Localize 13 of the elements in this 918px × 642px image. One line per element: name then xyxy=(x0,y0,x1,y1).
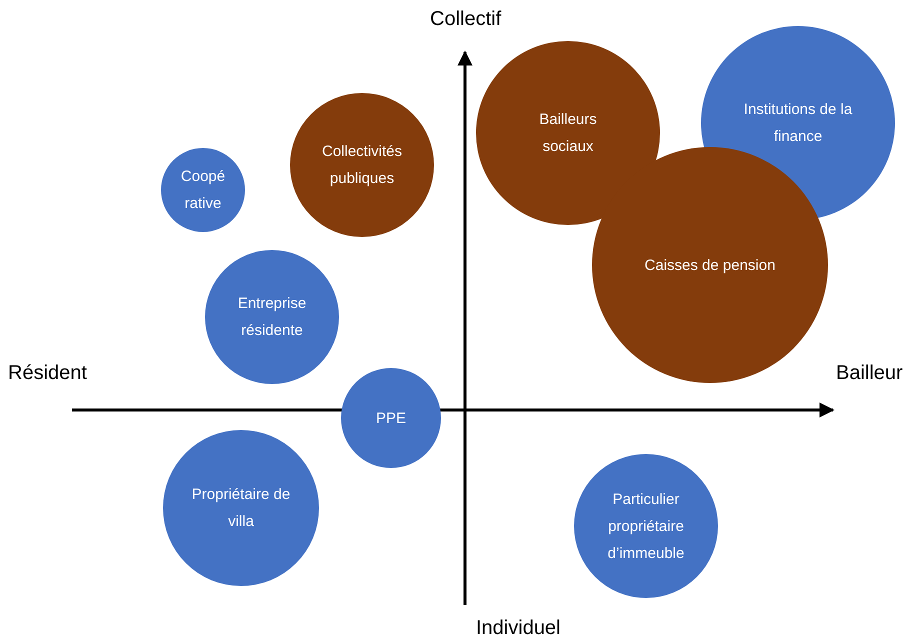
bubble-label: Caisses de pension xyxy=(644,256,776,276)
bubble-label: PPE xyxy=(376,408,406,428)
bubble-label: Bailleurs sociaux xyxy=(538,110,598,157)
axis-label: Individuel xyxy=(476,617,561,640)
bubble-label: Particulier propriétaire d’immeuble xyxy=(606,490,686,564)
axis-label: Résident xyxy=(8,362,87,385)
bubble-label: Institutions de la finance xyxy=(742,100,854,147)
bubble-label: Coopé rative xyxy=(180,167,226,214)
axis-label: Bailleur xyxy=(836,362,903,385)
bubble-label: Propriétaire de villa xyxy=(190,485,292,532)
axis-label: Collectif xyxy=(430,8,502,31)
bubble-label: Entreprise résidente xyxy=(236,294,308,341)
bubble-label: Collectivités publiques xyxy=(320,142,404,189)
